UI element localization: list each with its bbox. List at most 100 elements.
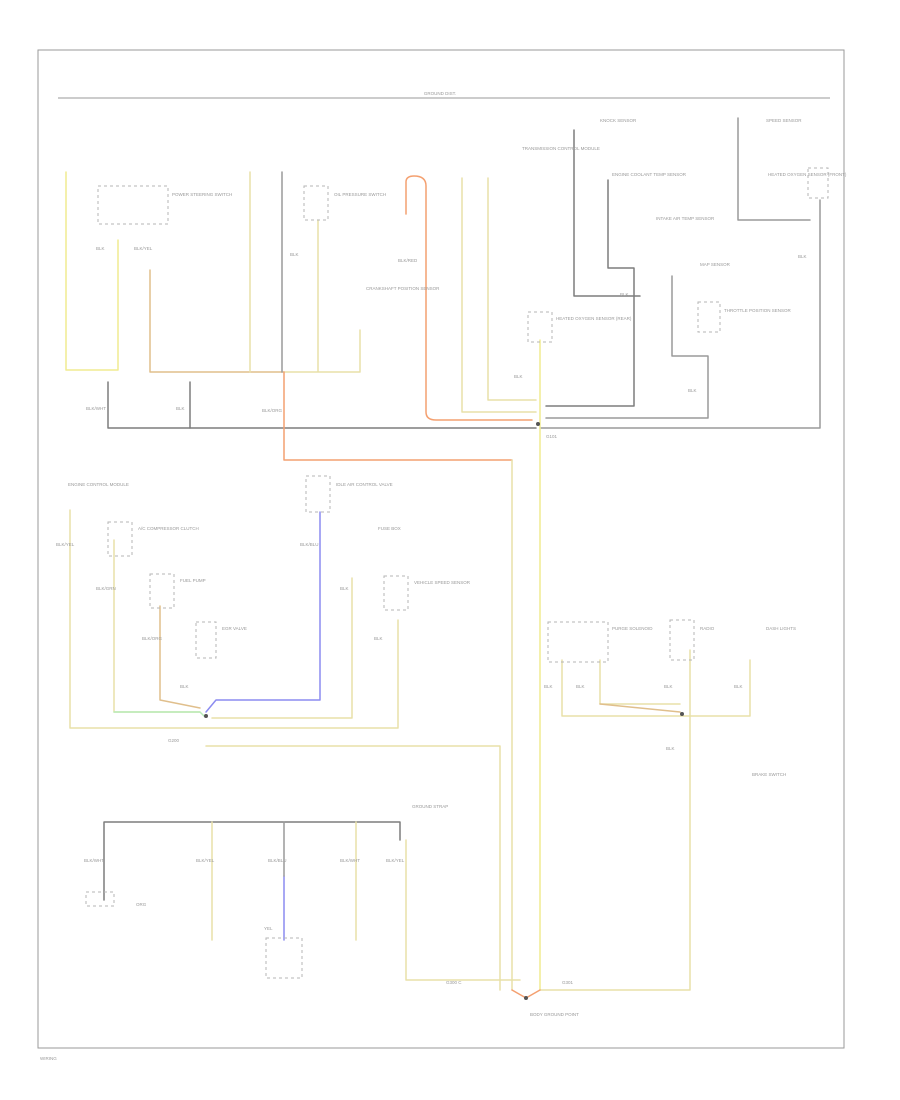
component-box xyxy=(265,937,303,979)
component-box xyxy=(149,573,175,609)
component-box xyxy=(305,475,331,513)
label-speed: SPEED SENSOR xyxy=(766,118,802,123)
wire-tag: BLK xyxy=(798,254,807,259)
wire-right-cluster-black xyxy=(545,129,641,407)
wire-main-bus-right xyxy=(539,199,821,429)
wire-tag: BLK xyxy=(290,252,299,257)
wire-mid-to-trunk xyxy=(205,745,501,991)
wire-tag: BLK xyxy=(666,746,675,751)
wire-tag: BLK xyxy=(180,684,189,689)
wire-yellow-upper-feeds xyxy=(461,177,537,413)
wire-right-mid xyxy=(539,649,751,991)
ground-mid-node xyxy=(204,714,208,718)
ground-bottom-junction xyxy=(511,989,541,999)
label-knock: KNOCK SENSOR xyxy=(600,118,637,123)
label-dash: DASH LIGHTS xyxy=(766,626,796,631)
wire-tag: BLK xyxy=(544,684,553,689)
wire-tag: BLK/ORG xyxy=(262,408,283,413)
label-purge: PURGE SOLENOID xyxy=(612,626,653,631)
ground-right-node xyxy=(680,712,684,716)
label-egr: EGR VALVE xyxy=(222,626,247,631)
label-tps: THROTTLE POSITION SENSOR xyxy=(724,308,792,313)
wire-tag: ORG xyxy=(136,902,147,907)
wire-tag: BLK xyxy=(96,246,105,251)
wire-bottom-bus xyxy=(103,821,401,901)
label-o2-rear: HEATED OXYGEN SENSOR (REAR) xyxy=(556,316,632,321)
wire-mid-green xyxy=(113,711,205,717)
wire-mid-left-yellow xyxy=(69,509,399,729)
label-iat: INTAKE AIR TEMP SENSOR xyxy=(656,216,715,221)
wire-tag: BLK xyxy=(514,374,523,379)
wire-main-ground-bus xyxy=(107,381,537,429)
label-radio: RADIO xyxy=(700,626,715,631)
ground-bottom-node xyxy=(524,996,528,1000)
component-box xyxy=(697,301,721,333)
wire-tag: BLK/WHT xyxy=(84,858,104,863)
wire-tag: BLK/WHT xyxy=(340,858,360,863)
wire-tag: BLK/RED xyxy=(398,258,418,263)
wire-orange-down xyxy=(283,371,513,461)
label-ckp: CRANKSHAFT POSITION SENSOR xyxy=(366,286,440,291)
wire-tag: BLK xyxy=(620,292,629,297)
ground-main-node xyxy=(536,422,540,426)
wire-tag: BLK xyxy=(374,636,383,641)
label-fuel-pump: FUEL PUMP xyxy=(180,578,206,583)
wire-mid-tan xyxy=(159,605,201,709)
wire-yellow-left-loop xyxy=(65,171,119,371)
label-ground-strap: GROUND STRAP xyxy=(412,804,448,809)
wire-orange-hook xyxy=(405,175,533,421)
wire-right-mid-tan xyxy=(599,703,681,713)
label-ground-lower: G200 xyxy=(168,738,180,743)
wire-tag: BLK/YEL xyxy=(134,246,153,251)
wire-tag: BLK xyxy=(664,684,673,689)
header-title: GROUND DIST. xyxy=(424,91,456,96)
label-ground-bottom-left: G300 C xyxy=(446,980,462,985)
wire-tag: BLK xyxy=(340,586,349,591)
wire-tag: BLK/YEL xyxy=(56,542,75,547)
label-fuse: FUSE BOX xyxy=(378,526,401,531)
wire-tag: BLK/BLU xyxy=(268,858,287,863)
wire-tag: BLK/YEL xyxy=(386,858,405,863)
wire-tag: BLK xyxy=(576,684,585,689)
label-vss: VEHICLE SPEED SENSOR xyxy=(414,580,471,585)
wire-mid-yellow-3 xyxy=(211,577,353,719)
diagram-frame xyxy=(37,49,845,1049)
footer-page-ref: WIRING xyxy=(40,1056,57,1061)
component-box xyxy=(383,575,409,611)
component-box xyxy=(547,621,609,663)
label-ect: ENGINE COOLANT TEMP SENSOR xyxy=(612,172,687,177)
component-box xyxy=(669,619,695,661)
wire-bottom-yellow-3 xyxy=(405,839,521,981)
label-map: MAP SENSOR xyxy=(700,262,731,267)
label-power-steering: POWER STEERING SWITCH xyxy=(172,192,232,197)
label-idle: IDLE AIR CONTROL VALVE xyxy=(336,482,393,487)
wire-mid-blue xyxy=(205,511,321,713)
wire-tag: BLK/GRN xyxy=(96,586,116,591)
label-ac: A/C COMPRESSOR CLUTCH xyxy=(138,526,199,531)
component-box xyxy=(195,621,217,659)
component-box xyxy=(107,521,133,557)
wire-right-cluster-gray xyxy=(545,117,811,419)
wire-tag: BLK xyxy=(176,406,185,411)
wire-tag: BLK/YEL xyxy=(196,858,215,863)
label-ground-bottom: BODY GROUND POINT xyxy=(530,1012,579,1017)
label-ecm: ENGINE CONTROL MODULE xyxy=(68,482,129,487)
component-box xyxy=(807,167,829,199)
wire-yellow-mid-2 xyxy=(283,219,361,373)
label-ground-main: G101 xyxy=(546,434,558,439)
wire-tag: BLK/WHT xyxy=(86,406,106,411)
label-ground-bottom-right: G301 xyxy=(562,980,574,985)
label-o2-front: HEATED OXYGEN SENSOR (FRONT) xyxy=(768,172,847,177)
wire-tag: BLK xyxy=(734,684,743,689)
label-brake: BRAKE SWITCH xyxy=(752,772,786,777)
component-box xyxy=(527,311,553,343)
label-oil-pressure: OIL PRESSURE SWITCH xyxy=(334,192,386,197)
wire-tag: YEL xyxy=(264,926,273,931)
wire-tan-left xyxy=(149,269,285,373)
wire-tag: BLK/ORG xyxy=(142,636,163,641)
component-box xyxy=(303,185,329,221)
component-box xyxy=(97,185,169,225)
wire-tag: BLK xyxy=(688,388,697,393)
component-box xyxy=(85,891,115,907)
